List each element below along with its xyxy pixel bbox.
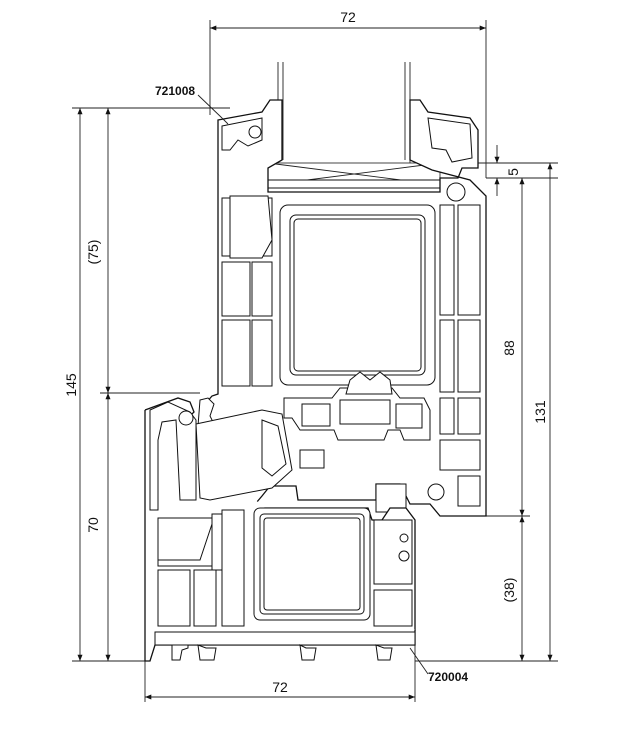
dim-upper-height-label: (75): [85, 240, 101, 265]
frame-base-strip: [154, 631, 416, 646]
dim-right-small-label: 5: [505, 168, 521, 176]
sash-left-lip: [221, 117, 263, 151]
dim-right-lower-label: (38): [501, 578, 517, 603]
bottom-profile-code: 720004: [428, 670, 468, 684]
leader-721008: 721008: [155, 84, 229, 125]
dimension-bottom-72: 72: [144, 645, 416, 702]
dimension-left-75: (75): [85, 108, 200, 394]
glass-bead-strip: [267, 179, 441, 189]
top-profile-code: 721008: [155, 84, 195, 98]
sash-right-gasket: [427, 117, 473, 163]
dimension-right-88: 88: [486, 178, 530, 517]
dim-lower-height-label: 70: [85, 517, 101, 533]
frame-left-wall: [149, 401, 197, 511]
dimension-left-70: 70: [85, 393, 111, 661]
dim-right-overall-label: 131: [532, 400, 548, 424]
dim-right-middle-label: 88: [501, 340, 517, 356]
frame-profile-720004: [144, 397, 416, 662]
dimension-left-145: 145: [63, 107, 230, 662]
dim-bottom-width-label: 72: [272, 679, 288, 695]
dimension-right-131: 131: [415, 163, 558, 662]
dim-overall-height-label: 145: [63, 373, 79, 397]
dimension-top-72: 72: [209, 9, 487, 178]
leader-720004: 720004: [409, 647, 468, 684]
dimension-right-38: (38): [501, 516, 525, 661]
dim-top-width-label: 72: [340, 9, 356, 25]
